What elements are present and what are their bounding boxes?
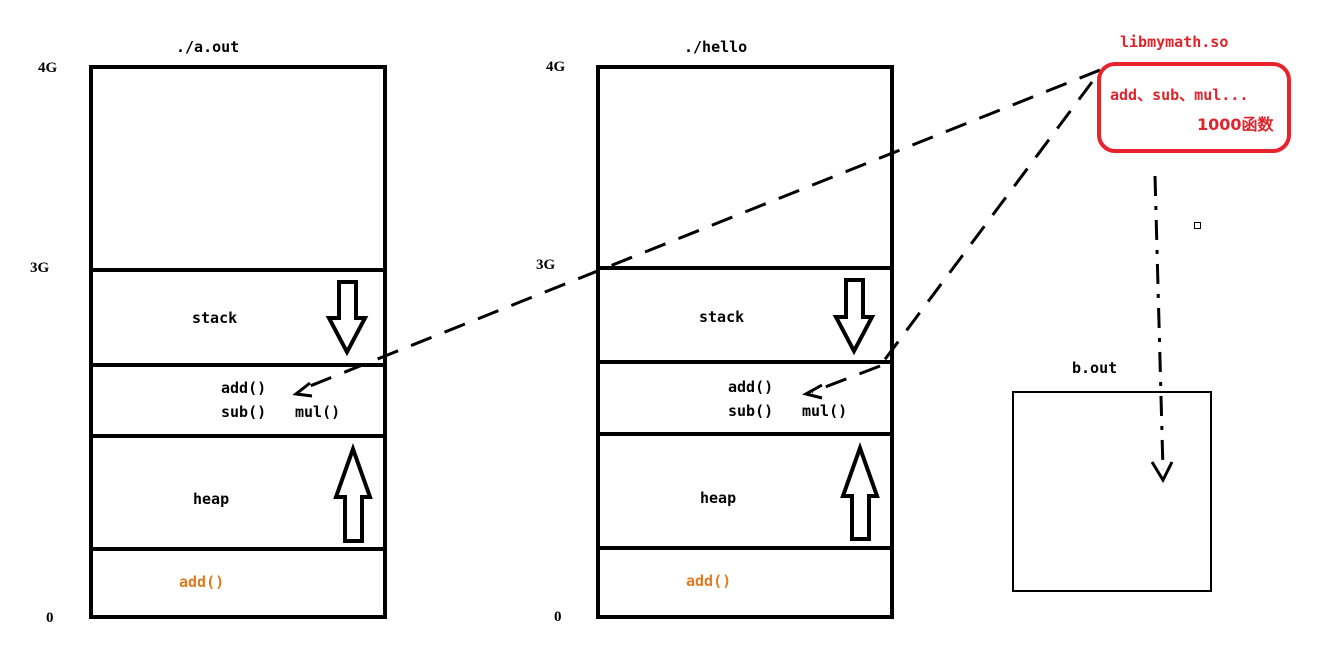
stack-down-arrow-a xyxy=(325,280,369,357)
process-b-stack-label: stack xyxy=(699,308,745,326)
b-out-title: b.out xyxy=(1072,359,1118,377)
process-b-heap-label: heap xyxy=(700,489,737,507)
process-a-heap-label: heap xyxy=(193,490,230,508)
library-box xyxy=(1097,62,1291,153)
library-functions: add、sub、mul... xyxy=(1110,86,1249,104)
process-a-shared-add: add() xyxy=(221,379,267,397)
mapping-lines xyxy=(299,68,1101,394)
process-b-4g-label: 4G xyxy=(546,59,566,75)
library-name: libmymath.so xyxy=(1120,33,1229,51)
heap-up-arrow-a xyxy=(333,443,373,543)
mapping-arrowheads xyxy=(292,381,823,400)
process-b-title: ./hello xyxy=(684,38,748,56)
process-a-memory-box xyxy=(89,65,387,619)
small-square-marker xyxy=(1194,222,1201,229)
process-a-3g-label: 3G xyxy=(30,260,50,276)
process-a-4g-label: 4G xyxy=(38,60,58,76)
process-b-shared-add: add() xyxy=(728,378,774,396)
b-out-box xyxy=(1012,391,1212,592)
process-b-shared-mul: mul() xyxy=(802,402,848,420)
process-b-0-label: 0 xyxy=(554,609,562,625)
process-b-3g-label: 3G xyxy=(536,257,556,273)
heap-up-arrow-b xyxy=(840,442,880,541)
process-a-code-add: add() xyxy=(179,573,225,591)
process-a-0-label: 0 xyxy=(46,610,54,626)
stack-down-arrow-b xyxy=(832,278,876,356)
process-b-shared-sub: sub() xyxy=(728,402,774,420)
library-to-bout-arrowhead xyxy=(1150,461,1174,484)
process-a-stack-label: stack xyxy=(192,309,238,327)
process-b-code-add: add() xyxy=(686,572,732,590)
process-a-shared-mul: mul() xyxy=(295,403,341,421)
process-a-title: ./a.out xyxy=(176,38,240,56)
library-to-bout-line xyxy=(1153,175,1165,471)
library-function-count: 1000函数 xyxy=(1197,115,1274,134)
process-b-memory-box xyxy=(596,65,894,619)
process-a-shared-sub: sub() xyxy=(221,403,267,421)
